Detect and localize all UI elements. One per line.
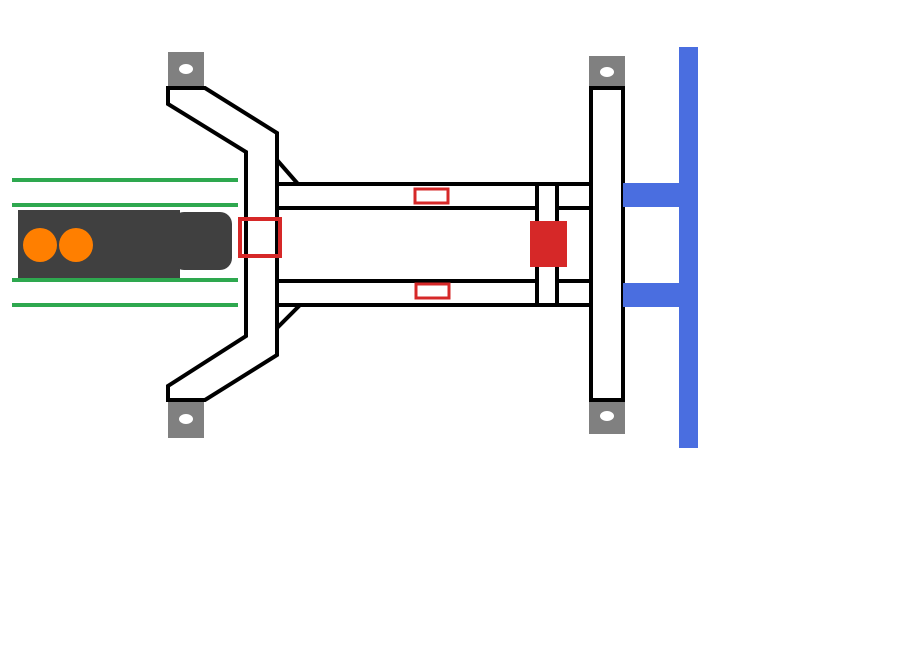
frame-gusset-top [275,154,303,186]
front-frame [166,86,305,402]
blue-structure [623,47,698,448]
bracket-hole-bottom-left [179,414,193,424]
sensor-front-box [238,217,282,258]
blue-arm-bottom [623,283,681,307]
green-rails [12,178,238,307]
brackets [168,52,625,438]
sensor-bottom-box [414,282,451,300]
vehicle [18,210,232,278]
chevron-frame [166,86,279,402]
blue-arm-top [623,183,681,207]
bracket-hole-top-left [179,64,193,74]
bracket-hole-top-right [600,67,614,77]
bracket-hole-bottom-right [600,411,614,421]
frame-gusset-bottom [275,303,305,333]
blue-vertical-bar [679,47,698,448]
wheel-left [23,228,57,262]
vehicle-front-block [172,212,232,270]
wheel-right [59,228,93,262]
sensor-top-box [413,187,450,205]
sensor-solid-block [530,221,567,267]
rear-plate [589,86,625,402]
sensors [238,187,567,300]
